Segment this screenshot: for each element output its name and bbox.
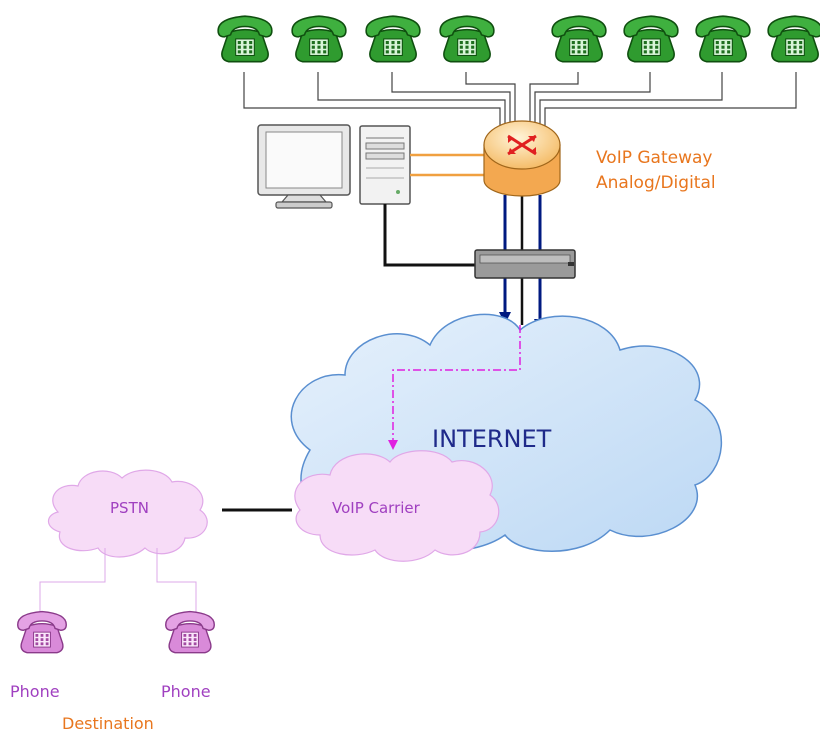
destination-phone-left-label: Phone [10,682,60,701]
office-phone-icon[interactable] [439,15,495,63]
server-icon[interactable] [359,125,411,205]
pstn-label: PSTN [110,499,149,517]
internet-label: INTERNET [432,425,552,453]
destination-phone-right-label: Phone [161,682,211,701]
office-phone-wiring [243,72,797,140]
office-phone-icon[interactable] [551,15,607,63]
gateway-label-line1: VoIP Gateway [596,148,712,168]
office-phone-icon[interactable] [767,15,820,63]
destination-phone-icon[interactable] [17,610,67,654]
office-phone-icon[interactable] [695,15,751,63]
gateway-label-line2: Analog/Digital [596,173,716,193]
server-gateway-links [410,153,484,177]
office-phone-icon[interactable] [623,15,679,63]
voip-carrier-cloud [294,450,500,562]
destination-phone-icon[interactable] [165,610,215,654]
office-phone-icon[interactable] [217,15,273,63]
pstn-cloud [47,469,208,558]
office-phones [217,15,820,63]
office-phone-icon[interactable] [365,15,421,63]
voip-carrier-label: VoIP Carrier [332,499,421,517]
monitor-icon[interactable] [257,124,351,209]
office-phone-icon[interactable] [291,15,347,63]
destination-caption: Destination [62,714,154,733]
call-path [388,325,521,450]
pstn-phone-wiring [39,548,197,612]
router-icon[interactable] [483,120,561,197]
network-switch-icon[interactable] [474,249,576,279]
server-switch-link [383,204,475,267]
